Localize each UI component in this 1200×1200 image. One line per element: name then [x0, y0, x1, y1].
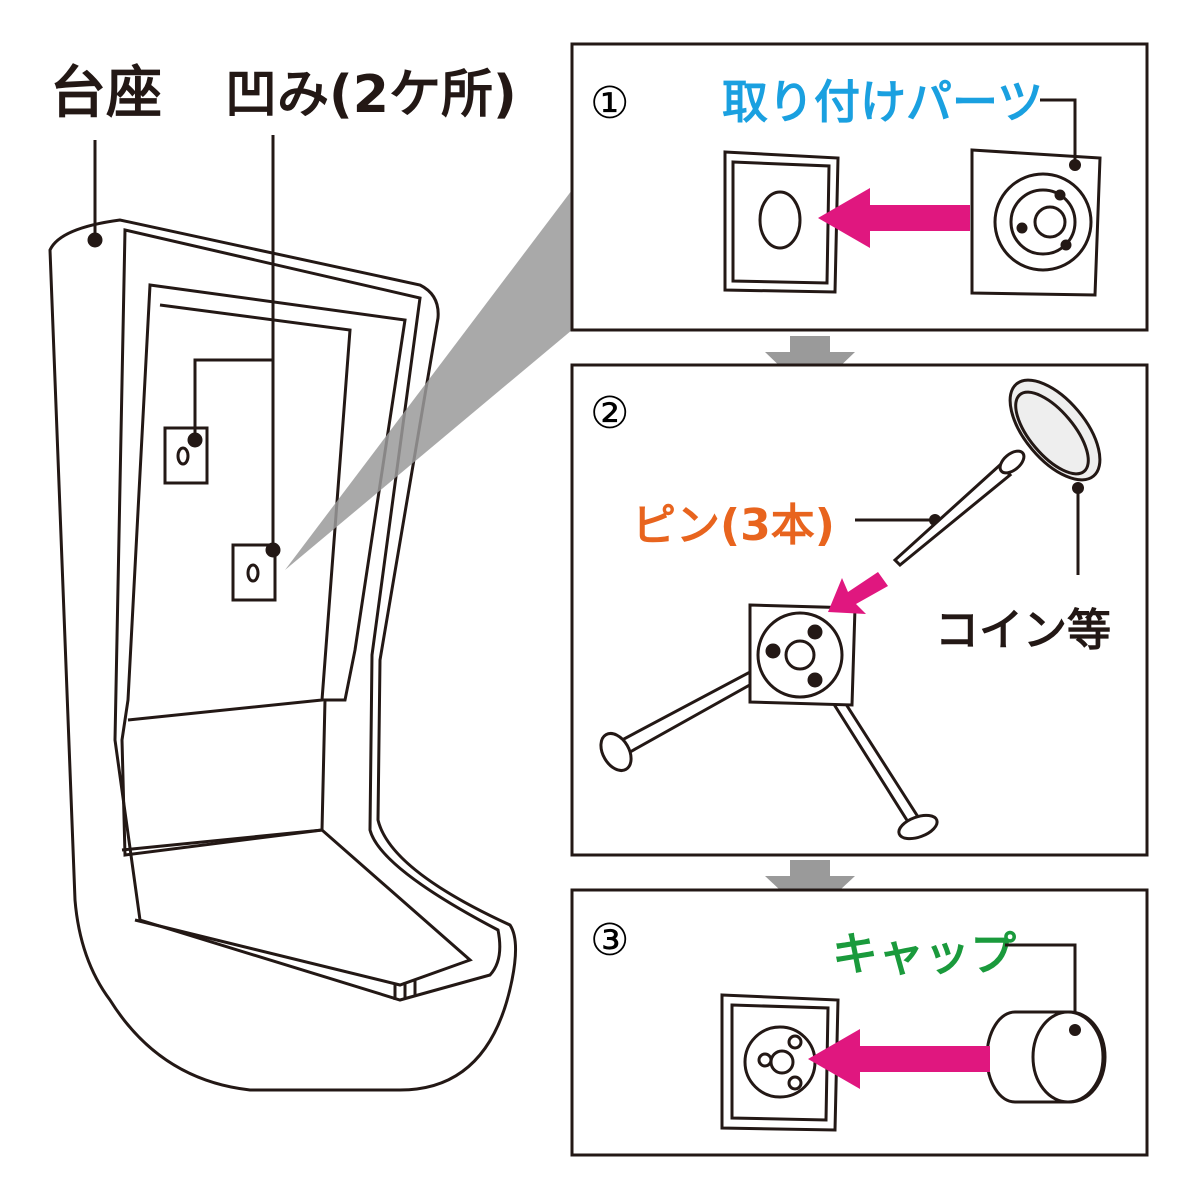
coin-label: コイン等 — [935, 605, 1111, 656]
step1-panel — [570, 42, 1149, 332]
step3-number: ③ — [590, 915, 629, 966]
base-illustration — [48, 218, 517, 1092]
cap-label: キャップ — [832, 927, 1016, 981]
zoom-callout-wedge — [285, 190, 572, 570]
insert-arrow-1 — [818, 188, 970, 248]
base-label: 台座 — [50, 61, 162, 126]
cap — [985, 1010, 1107, 1104]
coin — [1008, 378, 1102, 482]
mounting-part-label: 取り付けパーツ — [722, 75, 1043, 129]
insert-arrow-2 — [828, 572, 888, 614]
mounting-part — [970, 148, 1102, 297]
pins — [599, 449, 1026, 841]
leader-lines — [87, 135, 281, 558]
step1-number: ① — [590, 78, 629, 129]
step2-number: ② — [590, 388, 629, 439]
insert-arrow-3 — [808, 1029, 990, 1089]
mounting-part-with-holes — [748, 603, 857, 707]
pins-label: ピン(3本) — [632, 500, 835, 551]
mounting-recess — [723, 150, 840, 294]
mounting-part-pinned — [720, 993, 840, 1132]
dents-label: 凹み(2ケ所) — [225, 65, 517, 125]
